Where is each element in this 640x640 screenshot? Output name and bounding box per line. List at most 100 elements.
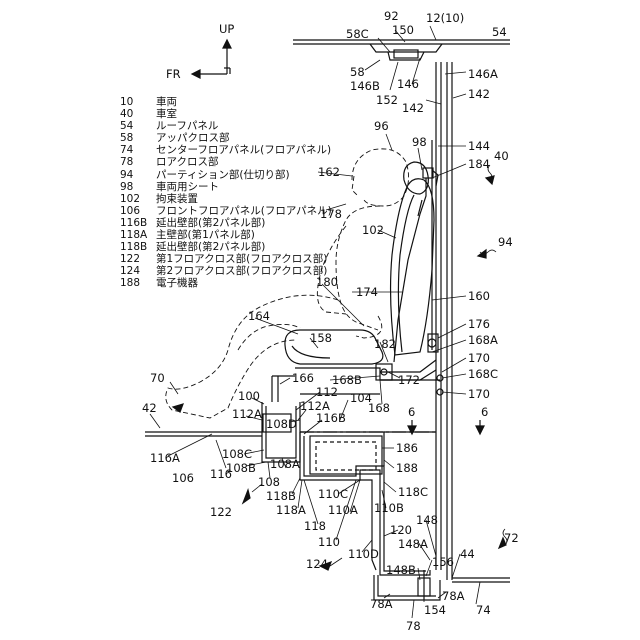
ref-110: 110 <box>318 535 340 549</box>
ref-116A: 116A <box>150 451 180 465</box>
ref-108C: 108C <box>222 447 252 461</box>
seat-belt <box>393 167 439 363</box>
rear-floor-panel <box>452 577 510 583</box>
front-label: FR <box>166 67 181 81</box>
ref-116B: 116B <box>316 411 346 425</box>
ref-112A: 112A <box>232 407 262 421</box>
ref-170a: 170 <box>468 351 490 365</box>
ref-176: 176 <box>468 317 490 331</box>
ref-142b: 142 <box>402 101 424 115</box>
seat-cushion <box>284 329 384 365</box>
ref-118B: 118B <box>266 489 296 503</box>
ref-70: 70 <box>150 371 165 385</box>
leader-lines <box>149 25 481 619</box>
ref-110B: 110B <box>374 501 404 515</box>
up-label: UP <box>219 22 235 36</box>
ref-106: 106 <box>172 471 194 485</box>
ref-12: 12(10) <box>426 11 465 25</box>
partition-walls <box>427 62 453 580</box>
ref-94: 94 <box>498 235 513 249</box>
ref-40: 40 <box>494 149 509 163</box>
ref-72: 72 <box>504 531 519 545</box>
ref-148A: 148A <box>398 537 428 551</box>
ref-174: 174 <box>356 285 378 299</box>
ref-180: 180 <box>316 275 338 289</box>
ref-124: 124 <box>306 557 328 571</box>
ref-116: 116 <box>210 467 232 481</box>
ref-170b: 170 <box>468 387 490 401</box>
ref-158: 158 <box>310 331 332 345</box>
ref-110A: 110A <box>328 503 358 517</box>
ref-152: 152 <box>376 93 398 107</box>
roof-panel <box>293 39 510 61</box>
ref-44: 44 <box>460 547 475 561</box>
front-floor-panel <box>145 431 436 437</box>
ref-178: 178 <box>320 207 342 221</box>
ref-150: 150 <box>392 23 414 37</box>
ref-154: 154 <box>424 603 446 617</box>
headrest <box>403 161 429 195</box>
reference-arrows <box>171 175 507 571</box>
ref-108: 108 <box>258 475 280 489</box>
ref-168B: 168B <box>332 373 362 387</box>
ref-168A: 168A <box>468 333 498 347</box>
ref-188: 188 <box>396 461 418 475</box>
ref-122: 122 <box>210 505 232 519</box>
ref-112A-b: 112A <box>300 399 330 413</box>
ref-120: 120 <box>390 523 412 537</box>
ref-112: 112 <box>316 385 338 399</box>
ref-118C: 118C <box>398 485 428 499</box>
ref-110D: 110D <box>348 547 379 561</box>
ref-148: 148 <box>416 513 438 527</box>
ref-108B: 108B <box>226 461 256 475</box>
ref-146A: 146A <box>468 67 498 81</box>
ref-74: 74 <box>476 603 491 617</box>
ref-110C: 110C <box>318 487 348 501</box>
ref-6b: 6 <box>481 405 489 419</box>
ref-162: 162 <box>318 165 340 179</box>
section-marker <box>407 420 485 436</box>
ref-156: 156 <box>432 555 454 569</box>
ref-146: 146 <box>397 77 419 91</box>
ref-168C: 168C <box>468 367 498 381</box>
ref-172: 172 <box>398 373 420 387</box>
ref-186: 186 <box>396 441 418 455</box>
ref-42: 42 <box>142 401 157 415</box>
ref-118A: 118A <box>276 503 306 517</box>
lower-cross <box>373 570 441 601</box>
electronic-device <box>309 435 383 475</box>
ref-146B: 146B <box>350 79 380 93</box>
ref-166: 166 <box>292 371 314 385</box>
ref-108D: 108D <box>266 417 297 431</box>
ref-78: 78 <box>406 619 421 633</box>
seat-back <box>389 178 435 356</box>
ref-96: 96 <box>374 119 389 133</box>
ref-182: 182 <box>374 337 396 351</box>
ref-104: 104 <box>350 391 372 405</box>
ref-102: 102 <box>362 223 384 237</box>
ref-144: 144 <box>468 139 490 153</box>
ref-78A-a: 78A <box>370 597 393 611</box>
direction-arrows <box>190 38 232 79</box>
ref-54: 54 <box>492 25 507 39</box>
ref-160: 160 <box>468 289 490 303</box>
ref-100: 100 <box>238 389 260 403</box>
ref-98: 98 <box>412 135 427 149</box>
